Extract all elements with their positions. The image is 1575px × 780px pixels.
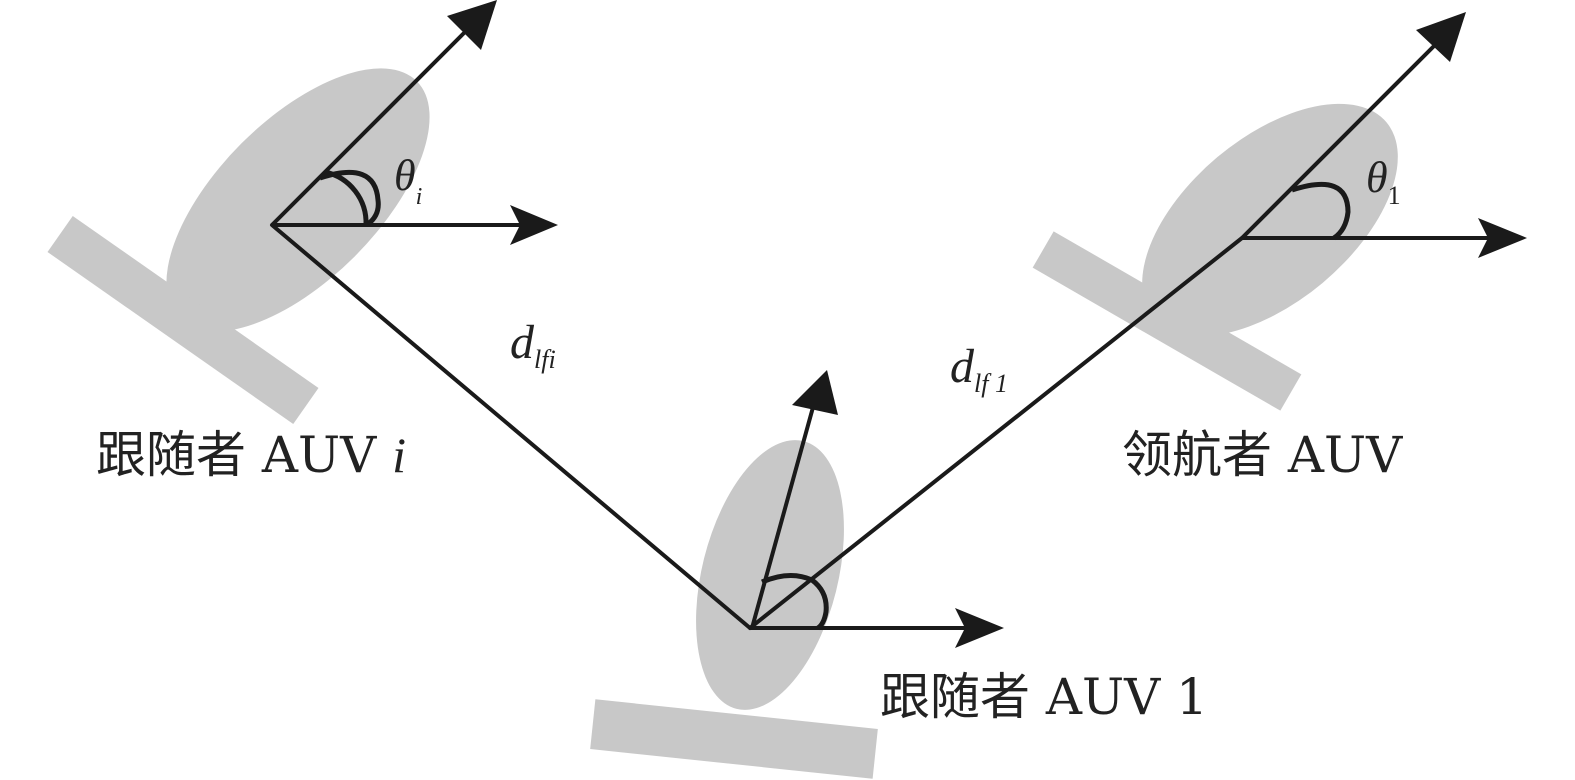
leader-fin bbox=[1032, 231, 1302, 411]
follower-i-angle-arc-outer bbox=[319, 169, 381, 226]
follower-i-name-label: 跟随者 AUV i bbox=[96, 426, 406, 484]
leader-vehicle bbox=[1032, 103, 1398, 411]
follower-1-vehicle bbox=[590, 440, 878, 779]
follower-1-angle-arc bbox=[761, 573, 829, 631]
leader-x-arrowhead bbox=[1478, 218, 1527, 258]
leader-heading-arrow bbox=[1240, 38, 1442, 240]
follower-1-hull bbox=[696, 440, 844, 710]
leader-name-label: 领航者 AUV bbox=[1122, 426, 1403, 484]
leader-angle-arc bbox=[1291, 181, 1351, 241]
follower-i-x-arrowhead bbox=[510, 205, 558, 245]
follower-i-heading-arrow bbox=[270, 25, 472, 227]
distance-lfi-label: dlfi bbox=[510, 316, 556, 374]
follower-1-x-arrowhead bbox=[955, 608, 1004, 648]
distance-line-lf1 bbox=[748, 236, 1244, 630]
follower-1-heading-arrowhead bbox=[792, 370, 838, 415]
distance-line-lfi bbox=[270, 223, 752, 630]
distance-lf1-label: dlf 1 bbox=[950, 340, 1008, 398]
follower-1-heading-arrow bbox=[750, 399, 817, 629]
follower-i-fin bbox=[47, 215, 319, 425]
leader-hull bbox=[1142, 103, 1398, 337]
follower-1-name-label: 跟随者 AUV 1 bbox=[880, 668, 1208, 726]
follower-i-heading-arrowhead bbox=[447, 0, 497, 50]
theta-1-label: θ1 bbox=[1366, 153, 1401, 210]
follower-1-fin bbox=[590, 699, 878, 779]
leader-heading-arrowhead bbox=[1416, 12, 1466, 62]
theta-i-label: θi bbox=[394, 151, 422, 210]
